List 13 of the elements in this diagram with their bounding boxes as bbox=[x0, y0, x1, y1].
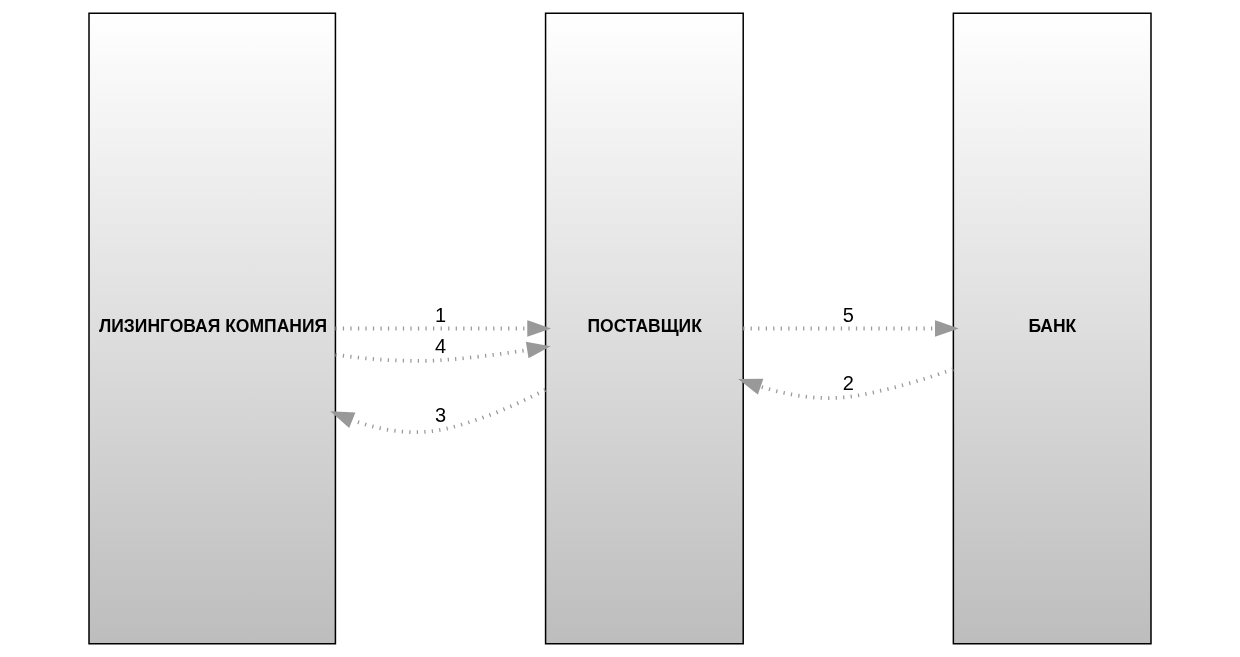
node-box: БАНК bbox=[952, 12, 1152, 645]
edge-label: 1 bbox=[434, 304, 447, 326]
node-box: ПОСТАВЩИК bbox=[544, 12, 744, 645]
arrow bbox=[738, 367, 954, 400]
edge-label: 3 bbox=[434, 404, 447, 427]
arrow bbox=[335, 320, 552, 337]
arrow bbox=[743, 320, 959, 337]
edge-label: 2 bbox=[842, 371, 854, 394]
arrow bbox=[330, 388, 547, 435]
edge-label: 4 bbox=[434, 335, 447, 358]
node-box: ЛИЗИНГОВАЯ КОМПАНИЯ bbox=[88, 12, 337, 645]
arrow bbox=[335, 341, 551, 363]
edge-label: 5 bbox=[842, 304, 854, 326]
